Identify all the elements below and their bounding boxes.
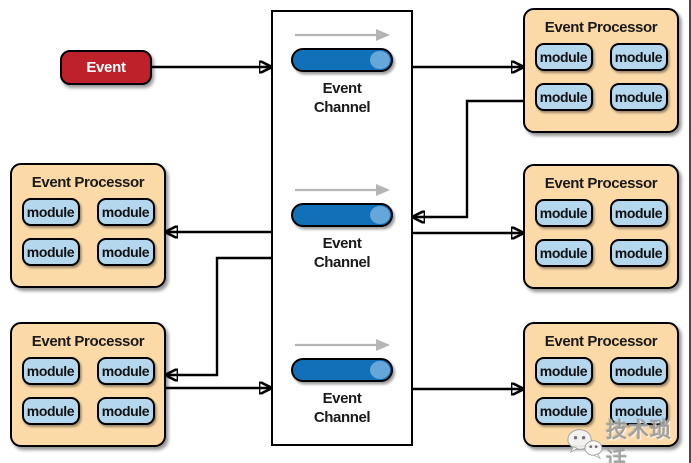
module-box: module <box>96 238 155 266</box>
flow-direction-arrow-icon <box>295 339 390 351</box>
module-grid: module module module module <box>534 43 668 111</box>
event-channel-label: Event Channel <box>313 390 371 427</box>
module-box: module <box>609 397 668 425</box>
cylinder-cap <box>370 205 390 224</box>
processor-title: Event Processor <box>544 333 658 350</box>
processor-title: Event Processor <box>31 333 145 350</box>
event-channel-label: Event Channel <box>313 80 371 117</box>
module-box: module <box>534 239 593 267</box>
flow-direction-arrow-icon <box>295 29 390 41</box>
arrow-channel2-to-processor-bottom-left <box>166 256 271 375</box>
module-box: module <box>609 83 668 111</box>
module-box: module <box>609 199 668 227</box>
module-box: module <box>534 397 593 425</box>
module-box: module <box>609 43 668 71</box>
module-box: module <box>21 198 80 226</box>
module-box: module <box>96 198 155 226</box>
event-processor-top-right: Event Processor module module module mod… <box>523 8 679 133</box>
event-node-label: Event <box>86 59 126 76</box>
module-box: module <box>96 397 155 425</box>
module-box: module <box>21 397 80 425</box>
event-channel-2: Event Channel <box>273 182 411 272</box>
module-box: module <box>534 43 593 71</box>
module-box: module <box>21 357 80 385</box>
event-node: Event <box>60 50 152 85</box>
queue-cylinder <box>291 48 393 72</box>
arrow-processor-top-right-to-channel2 <box>413 99 523 217</box>
cylinder-cap <box>370 50 390 69</box>
event-channel-1: Event Channel <box>273 27 411 117</box>
watermark: 技术琐话 <box>567 414 689 463</box>
module-grid: module module module module <box>21 198 155 266</box>
processor-title: Event Processor <box>31 174 145 191</box>
event-processor-bottom-right: Event Processor module module module mod… <box>523 322 679 447</box>
event-channel-3: Event Channel <box>273 337 411 427</box>
module-box: module <box>534 357 593 385</box>
processor-title: Event Processor <box>544 175 658 192</box>
module-box: module <box>534 83 593 111</box>
module-box: module <box>534 199 593 227</box>
event-processor-middle-left: Event Processor module module module mod… <box>10 163 166 288</box>
watermark-text: 技术琐话 <box>605 419 672 463</box>
queue-cylinder <box>291 203 393 227</box>
event-channel-container: Event Channel Event Channel Event Channe… <box>271 10 413 446</box>
module-grid: module module module module <box>21 357 155 425</box>
module-box: module <box>96 357 155 385</box>
flow-direction-arrow-icon <box>295 184 390 196</box>
event-channel-label: Event Channel <box>313 235 371 272</box>
module-box: module <box>609 357 668 385</box>
wechat-icon <box>567 429 603 460</box>
processor-title: Event Processor <box>544 19 658 36</box>
module-grid: module module module module <box>534 199 668 267</box>
module-grid: module module module module <box>534 357 668 425</box>
event-processor-bottom-left: Event Processor module module module mod… <box>10 322 166 447</box>
queue-cylinder <box>291 358 393 382</box>
module-box: module <box>21 238 80 266</box>
cylinder-cap <box>370 360 390 379</box>
event-processor-middle-right: Event Processor module module module mod… <box>523 164 679 289</box>
module-box: module <box>609 239 668 267</box>
